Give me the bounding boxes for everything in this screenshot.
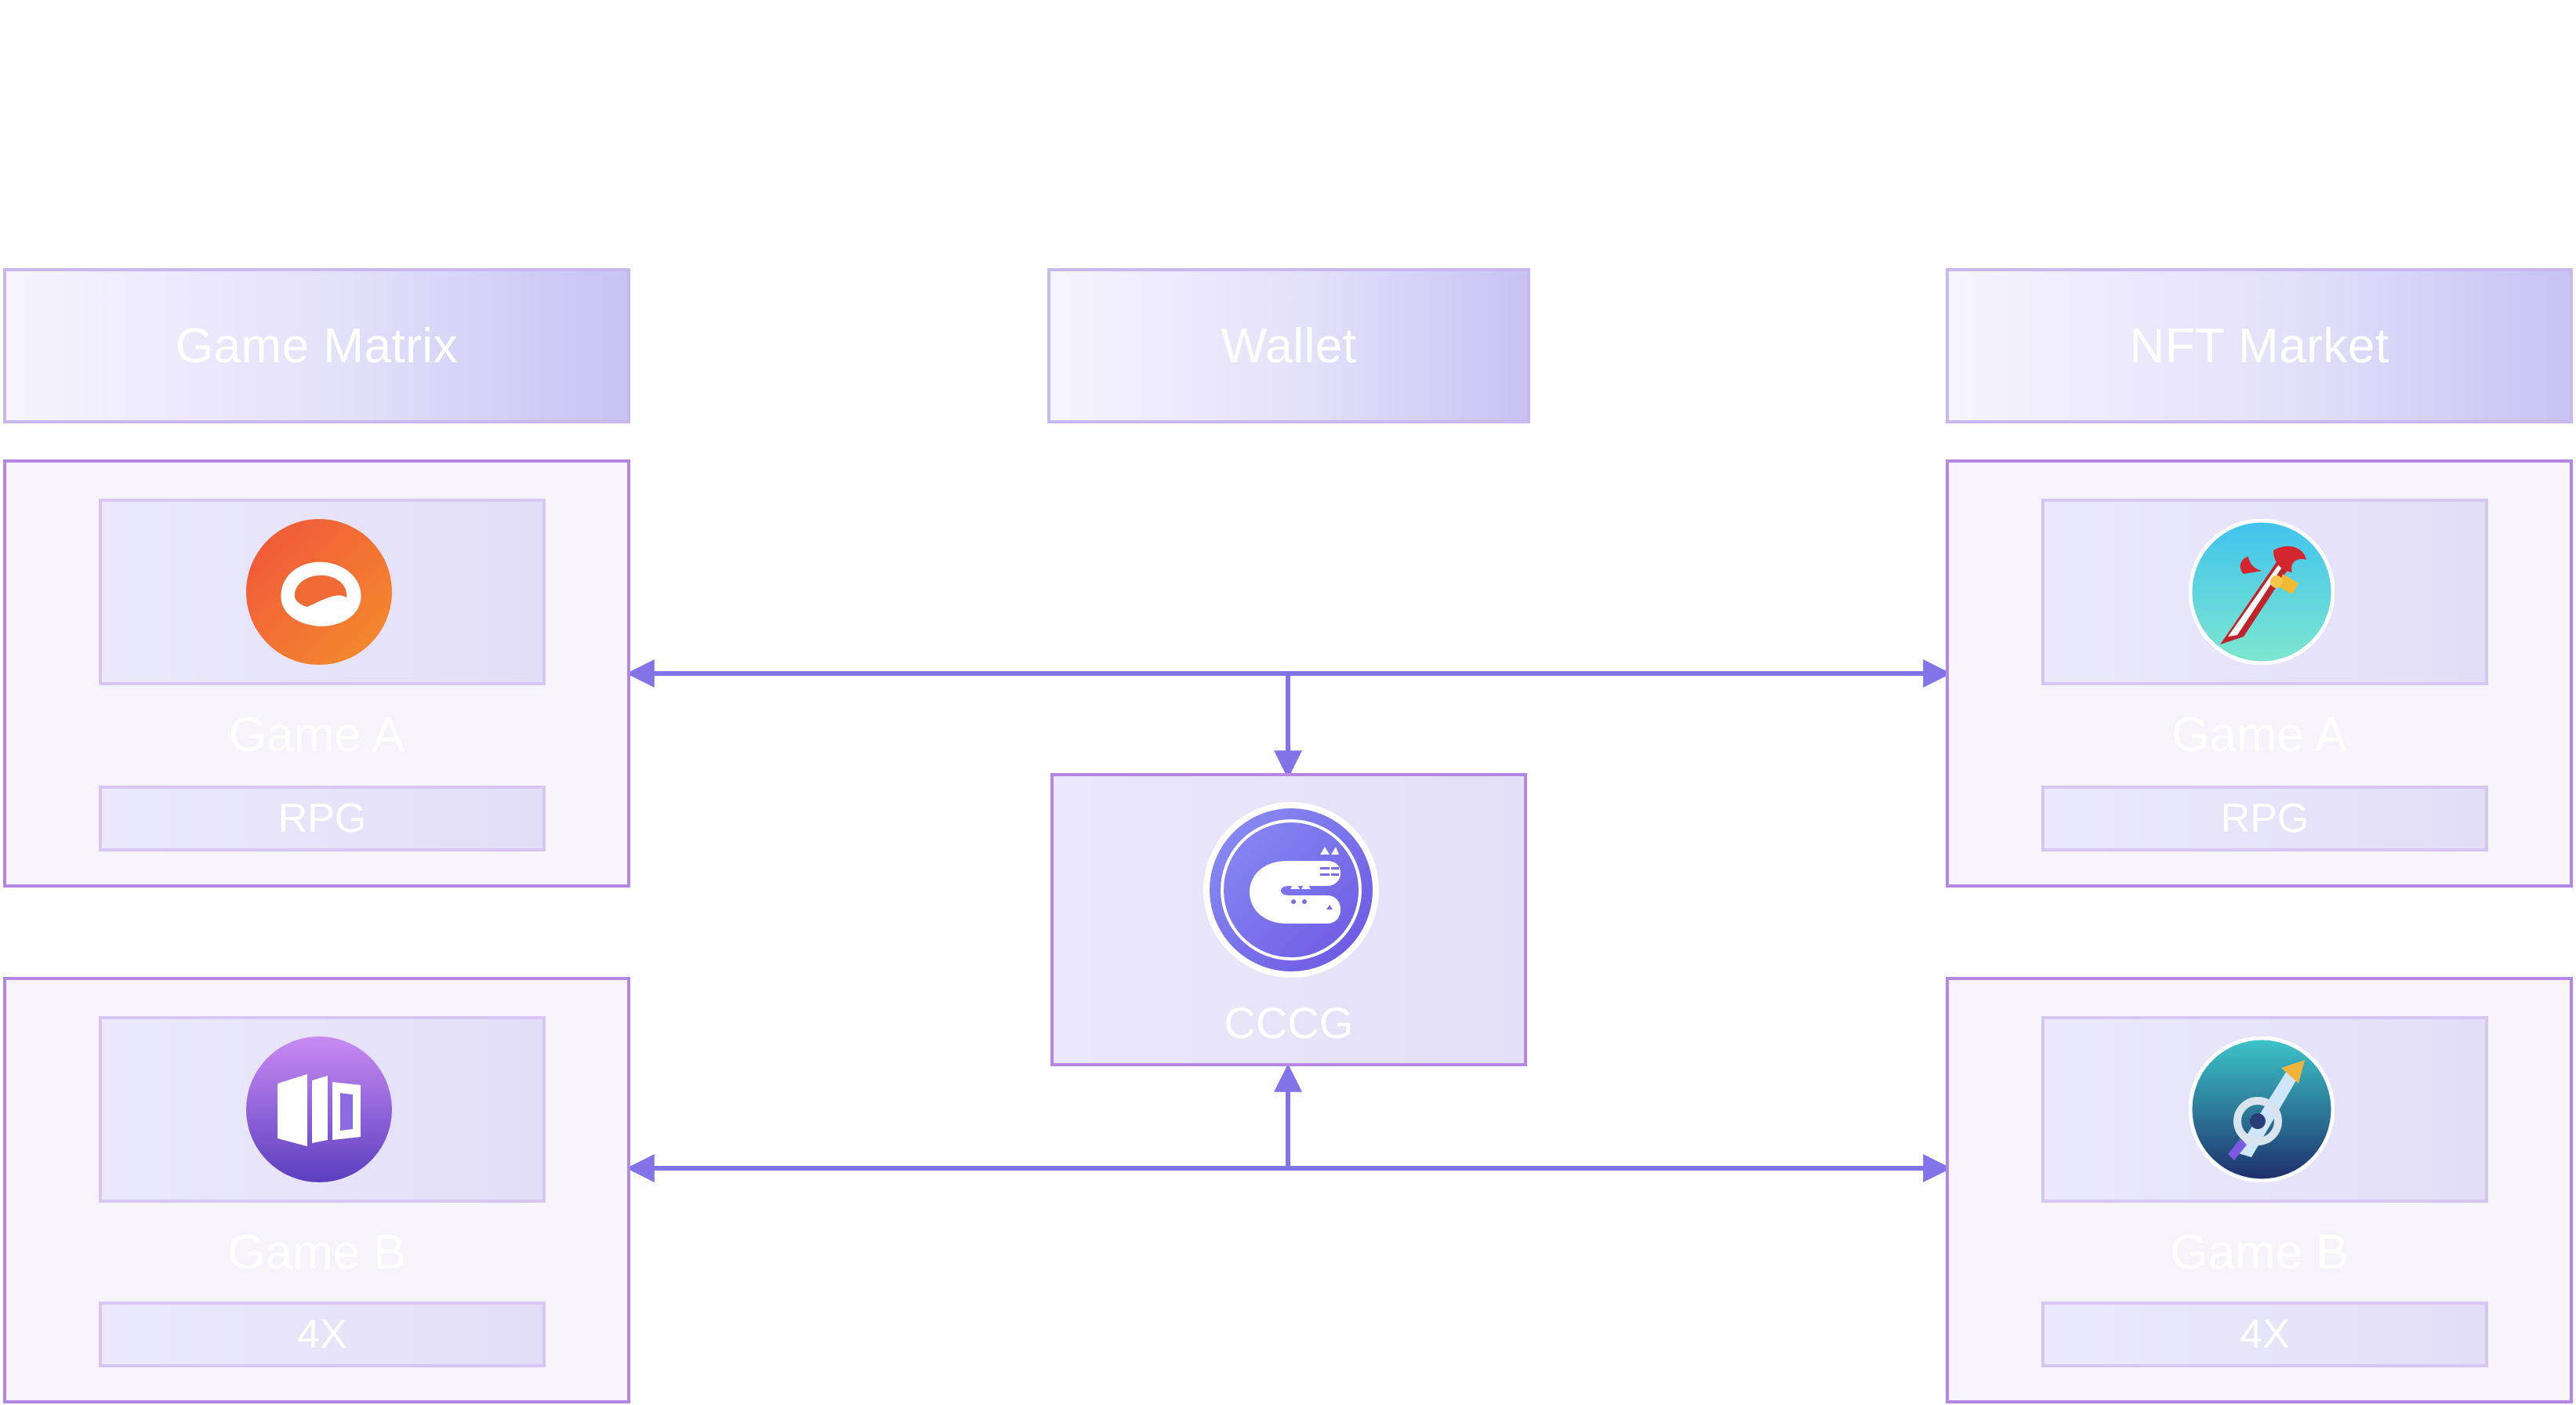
red-orange-ring-icon xyxy=(246,519,392,665)
left-game-b-genre-tag: 4X xyxy=(99,1302,546,1367)
blue-blade-icon xyxy=(2188,1036,2335,1183)
right-game-b-genre-tag: 4X xyxy=(2041,1302,2488,1367)
red-sword-icon xyxy=(2188,518,2335,666)
header-game-matrix: Game Matrix xyxy=(3,268,630,423)
right-game-b-box: Game B 4X xyxy=(1946,977,2573,1403)
header-wallet: Wallet xyxy=(1047,268,1530,423)
right-game-b-name: Game B xyxy=(2170,1225,2349,1280)
left-game-b-name: Game B xyxy=(227,1225,406,1280)
cccg-label: CCCG xyxy=(1224,998,1354,1047)
cccg-cat-logo-icon xyxy=(1201,800,1381,980)
header-game-matrix-label: Game Matrix xyxy=(175,318,459,373)
right-game-a-box: Game A RPG xyxy=(1946,459,2573,888)
right-game-a-genre-tag: RPG xyxy=(2041,786,2488,851)
left-game-a-genre-tag: RPG xyxy=(99,786,546,851)
header-nft-market-label: NFT Market xyxy=(2129,318,2389,373)
header-nft-market: NFT Market xyxy=(1946,268,2573,423)
purple-cube-icon xyxy=(246,1037,392,1182)
left-game-a-name: Game A xyxy=(229,708,405,762)
right-game-a-name: Game A xyxy=(2171,708,2347,762)
header-wallet-label: Wallet xyxy=(1221,318,1357,373)
left-game-a-box: Game A RPG xyxy=(3,459,630,888)
cccg-box: CCCG xyxy=(1050,773,1527,1066)
left-game-b-box: Game B 4X xyxy=(3,977,630,1403)
